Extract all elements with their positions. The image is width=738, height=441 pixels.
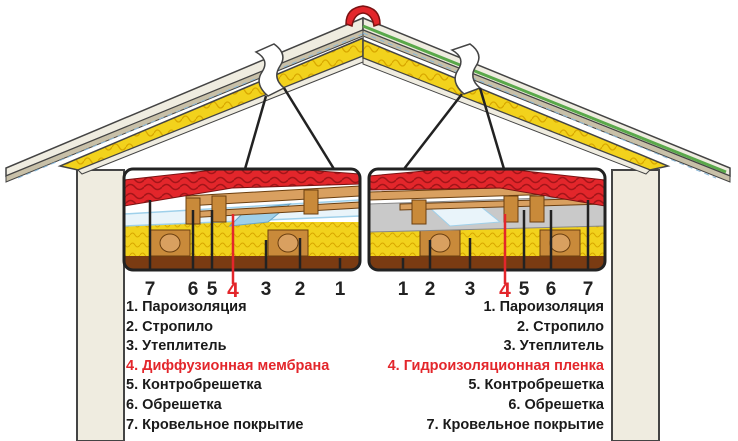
left-num-1: 1 bbox=[335, 279, 346, 300]
right-legend-item-highlight: 4. Гидроизоляционная пленка bbox=[387, 357, 604, 374]
right-detail-panel bbox=[369, 169, 605, 270]
right-legend: 1. Пароизоляция 2. Стропило 3. Утеплител… bbox=[388, 298, 604, 435]
roof-left-slope bbox=[5, 16, 364, 183]
ridge-cap bbox=[345, 5, 381, 27]
left-legend-item: 6. Обрешетка bbox=[126, 396, 222, 413]
left-num-4: 4 bbox=[227, 279, 239, 302]
right-leader-lines bbox=[401, 210, 553, 284]
left-num-7: 7 bbox=[145, 279, 156, 300]
left-callout-lines bbox=[243, 87, 336, 170]
left-legend-item: 3. Утеплитель bbox=[126, 338, 227, 355]
right-num-1: 1 bbox=[398, 279, 409, 300]
left-legend-item-highlight: 4. Диффузионная мембрана bbox=[126, 357, 330, 374]
left-leader-lines bbox=[191, 210, 342, 284]
right-num-2: 2 bbox=[425, 279, 436, 300]
left-legend-item: 7. Кровельное покрытие bbox=[126, 416, 304, 433]
left-num-6: 6 bbox=[188, 279, 199, 300]
right-legend-item: 1. Пароизоляция bbox=[483, 299, 604, 315]
left-num-5: 5 bbox=[207, 279, 218, 300]
left-layer-numbers: 7 6 5 4 3 2 1 bbox=[145, 279, 346, 302]
right-callout-lines bbox=[403, 87, 506, 170]
right-legend-item: 6. Обрешетка bbox=[508, 396, 604, 413]
right-num-4: 4 bbox=[499, 279, 511, 302]
left-detail-panel bbox=[124, 169, 360, 270]
right-legend-item: 5. Контробрешетка bbox=[468, 377, 604, 394]
right-legend-item: 3. Утеплитель bbox=[503, 338, 604, 355]
right-num-7: 7 bbox=[583, 279, 594, 300]
left-legend-item: 1. Пароизоляция bbox=[126, 299, 247, 315]
right-wall bbox=[611, 169, 660, 441]
right-num-5: 5 bbox=[519, 279, 530, 300]
right-detail-border bbox=[367, 167, 607, 272]
left-legend-item: 5. Контробрешетка bbox=[126, 377, 262, 394]
left-wall bbox=[76, 169, 125, 441]
left-num-2: 2 bbox=[295, 279, 306, 300]
right-num-3: 3 bbox=[465, 279, 476, 300]
right-layer-numbers: 1 2 3 4 5 6 7 bbox=[398, 279, 594, 302]
right-num-6: 6 bbox=[546, 279, 557, 300]
left-legend-item: 2. Стропило bbox=[126, 318, 213, 335]
left-legend: 1. Пароизоляция 2. Стропило 3. Утеплител… bbox=[126, 298, 329, 435]
roof-right-slope bbox=[362, 16, 731, 183]
right-legend-item: 2. Стропило bbox=[517, 318, 604, 335]
left-detail-border bbox=[122, 167, 362, 272]
left-num-3: 3 bbox=[261, 279, 272, 300]
right-legend-item: 7. Кровельное покрытие bbox=[426, 416, 605, 433]
